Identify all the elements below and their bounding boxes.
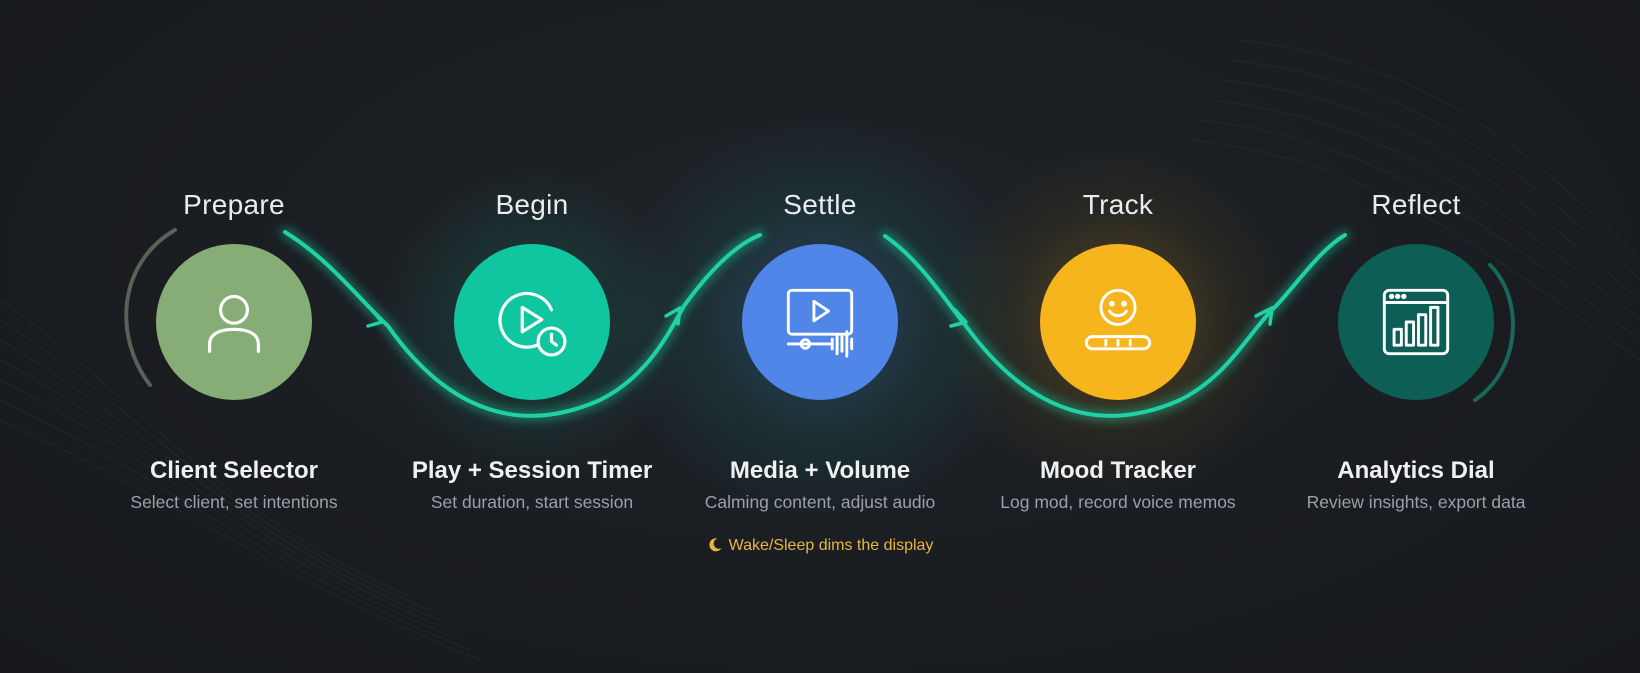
feature-title: Media + Volume bbox=[729, 457, 911, 484]
stage-title: Reflect bbox=[1371, 189, 1461, 220]
user-icon bbox=[208, 294, 260, 353]
bar-chart-window-icon bbox=[1382, 288, 1450, 356]
client-selector-node[interactable] bbox=[156, 244, 312, 400]
feature-description: Log mod, record voice memos bbox=[1000, 492, 1236, 512]
step-track: Track Mood Tracker Log mod, record voice… bbox=[968, 0, 1268, 673]
play-session-timer-node[interactable] bbox=[454, 244, 610, 400]
feature-description: Review insights, export data bbox=[1306, 492, 1526, 512]
feature-description: Set duration, start session bbox=[430, 492, 634, 512]
stage-title: Begin bbox=[495, 189, 569, 220]
stage-title: Settle bbox=[783, 189, 857, 220]
feature-title: Analytics Dial bbox=[1337, 457, 1495, 484]
flow-arrow-1 bbox=[366, 308, 384, 328]
media-volume-node[interactable] bbox=[742, 244, 898, 400]
feature-title: Client Selector bbox=[149, 457, 319, 484]
moon-icon bbox=[708, 538, 722, 552]
step-prepare: Prepare Client Selector Select client, s… bbox=[84, 0, 384, 673]
smiley-slider-icon bbox=[1084, 288, 1152, 351]
feature-title: Mood Tracker bbox=[1039, 457, 1197, 484]
note-text: Wake/Sleep dims the display bbox=[728, 537, 934, 554]
wake-sleep-note: Wake/Sleep dims the display bbox=[0, 537, 1640, 555]
stage-title: Prepare bbox=[183, 189, 285, 220]
flow-arrow-3 bbox=[949, 308, 968, 328]
flow-arrow-2 bbox=[664, 306, 682, 326]
step-reflect: Reflect Analytics Dial Review insights, … bbox=[1266, 0, 1566, 673]
play-timer-icon bbox=[498, 291, 567, 357]
step-settle: Settle Media + Volume Calming content, a… bbox=[670, 0, 970, 673]
feature-description: Calming content, adjust audio bbox=[704, 492, 936, 512]
step-begin: Begin Play + Session Timer Set duration,… bbox=[382, 0, 682, 673]
media-player-icon bbox=[786, 288, 854, 358]
analytics-dial-node[interactable] bbox=[1338, 244, 1494, 400]
mood-tracker-node[interactable] bbox=[1040, 244, 1196, 400]
feature-description: Select client, set intentions bbox=[130, 492, 338, 512]
flow-arrow-4 bbox=[1254, 306, 1274, 326]
feature-title: Play + Session Timer bbox=[411, 457, 653, 484]
stage-title: Track bbox=[1082, 189, 1154, 220]
